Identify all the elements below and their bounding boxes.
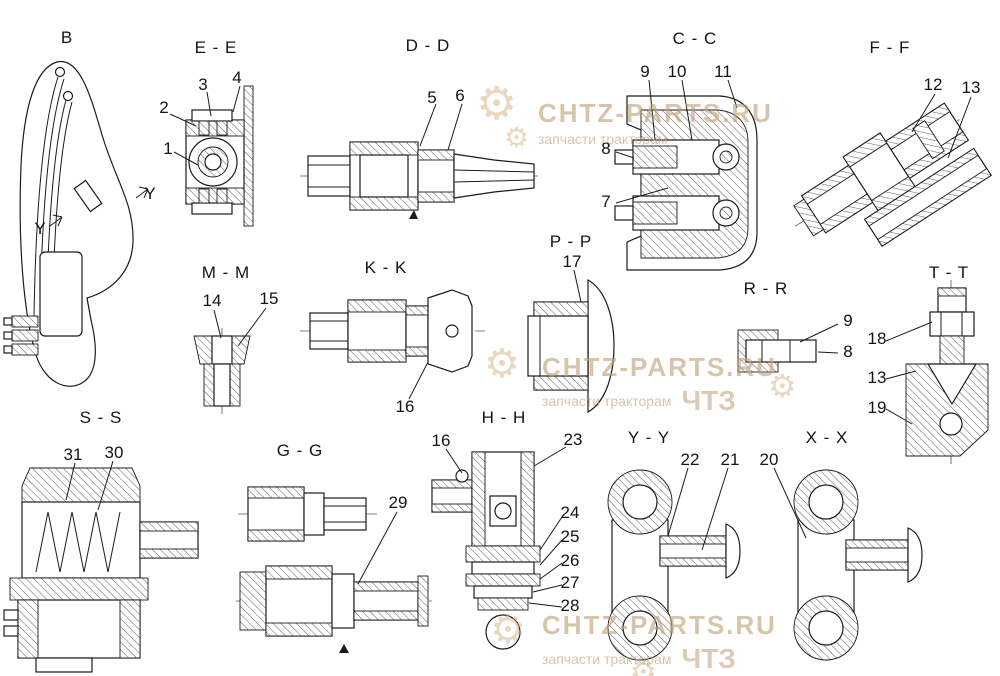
view-title-xx: X - X — [805, 428, 849, 447]
view-title-hh: H - H — [481, 408, 527, 427]
callout-hh-24: 24 — [560, 503, 580, 522]
callout-yy-21: 21 — [720, 450, 740, 469]
view-ff-drawing — [793, 93, 992, 248]
callout-tt-18: 18 — [867, 329, 887, 348]
view-tt-drawing — [885, 280, 989, 464]
callout-b-y2: Y — [144, 184, 156, 203]
callout-cc-8: 8 — [601, 139, 611, 158]
callout-kk-16: 16 — [395, 397, 415, 416]
callout-hh-16: 16 — [431, 431, 451, 450]
callout-hh-23: 23 — [563, 430, 583, 449]
callout-b-y1: Y — [34, 219, 46, 238]
view-title-b: B — [60, 28, 74, 47]
view-b-drawing — [3, 61, 149, 387]
callout-yy-22: 22 — [680, 450, 700, 469]
view-cc-drawing — [614, 79, 758, 271]
callout-hh-25: 25 — [560, 527, 580, 546]
callout-ss-31: 31 — [63, 445, 83, 464]
callout-cc-11: 11 — [714, 62, 732, 81]
callout-ee-4: 4 — [232, 68, 242, 87]
view-title-pp: P - P — [549, 232, 593, 251]
view-rr-drawing — [737, 323, 839, 373]
view-title-ss: S - S — [79, 408, 123, 427]
callout-tt-19: 19 — [867, 398, 887, 417]
view-gg-drawing — [236, 486, 436, 653]
callout-ss-30: 30 — [104, 443, 124, 462]
view-title-mm: M - M — [201, 263, 251, 282]
view-title-tt: T - T — [928, 263, 970, 282]
callout-rr-9: 9 — [843, 311, 853, 330]
callout-ee-3: 3 — [198, 75, 208, 94]
view-pp-drawing — [527, 269, 615, 414]
view-dd-drawing — [300, 103, 538, 219]
view-kk-drawing — [300, 289, 485, 400]
view-mm-drawing — [193, 307, 267, 414]
callout-hh-28: 28 — [560, 596, 580, 615]
view-ee-drawing — [169, 85, 254, 227]
callout-mm-15: 15 — [259, 289, 279, 308]
view-title-ee: E - E — [194, 38, 238, 57]
callout-cc-10: 10 — [667, 62, 687, 81]
view-title-rr: R - R — [743, 279, 789, 298]
callout-cc-9: 9 — [640, 62, 650, 81]
callout-hh-26: 26 — [560, 551, 580, 570]
callout-tt-13: 13 — [867, 368, 887, 387]
view-title-gg: G - G — [276, 441, 324, 460]
callout-dd-5: 5 — [427, 88, 437, 107]
callout-ff-12: 12 — [923, 75, 943, 94]
view-title-kk: K - K — [364, 258, 408, 277]
view-xx-drawing — [773, 467, 923, 661]
callout-mm-14: 14 — [202, 291, 222, 310]
callout-ee-1: 1 — [163, 139, 173, 158]
view-ss-drawing — [3, 460, 199, 673]
view-yy-drawing — [607, 467, 741, 661]
callout-dd-6: 6 — [455, 86, 465, 105]
callout-ee-2: 2 — [159, 98, 169, 117]
view-title-ff: F - F — [869, 38, 911, 57]
callout-hh-27: 27 — [560, 573, 580, 592]
callout-cc-7: 7 — [601, 192, 611, 211]
callout-gg-29: 29 — [388, 493, 408, 512]
view-title-dd: D - D — [405, 36, 451, 55]
callout-rr-8: 8 — [843, 342, 853, 361]
view-title-cc: C - C — [672, 29, 718, 48]
view-hh-drawing — [431, 446, 567, 650]
callout-ff-13: 13 — [961, 78, 981, 97]
callout-xx-20: 20 — [759, 450, 779, 469]
callout-pp-17: 17 — [562, 252, 582, 271]
view-title-yy: Y - Y — [627, 428, 671, 447]
